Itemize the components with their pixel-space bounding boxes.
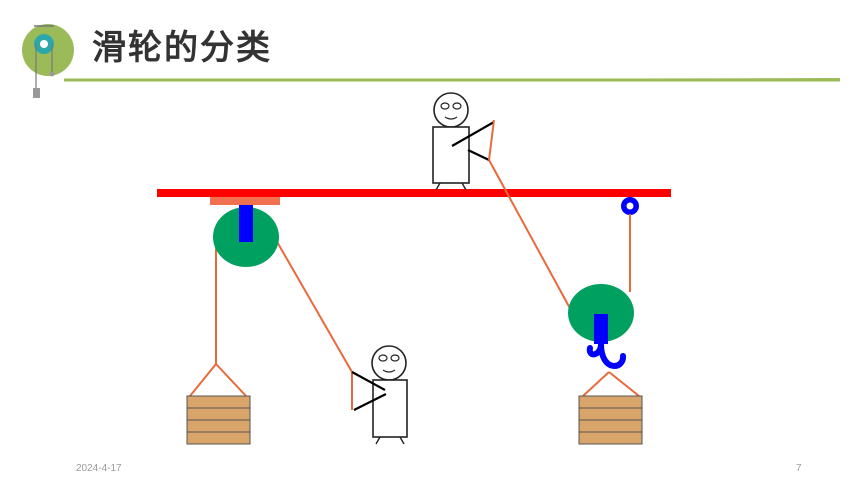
- fixed-pulley-rope-pull: [275, 239, 353, 373]
- pulley-logo-icon: [22, 24, 74, 98]
- beam-anchor-ring: [621, 197, 639, 215]
- title-underline: [64, 78, 840, 82]
- movable-pulley-rope-pull: [488, 119, 495, 161]
- left-crate-sling: [189, 363, 247, 397]
- right-crate: [578, 395, 643, 445]
- right-crate-sling: [582, 371, 640, 397]
- slide-title: 滑轮的分类: [92, 28, 272, 68]
- fixed-pulley: [213, 205, 279, 267]
- footer-date: 2024-4-17: [76, 463, 122, 474]
- left-crate: [186, 395, 251, 445]
- page-number: 7: [796, 463, 802, 474]
- bottom-person-figure: [351, 345, 408, 445]
- fixed-pulley-mount: [210, 197, 280, 205]
- top-person-figure: [432, 92, 495, 191]
- ceiling-beam: [157, 189, 671, 197]
- movable-pulley: [568, 284, 634, 369]
